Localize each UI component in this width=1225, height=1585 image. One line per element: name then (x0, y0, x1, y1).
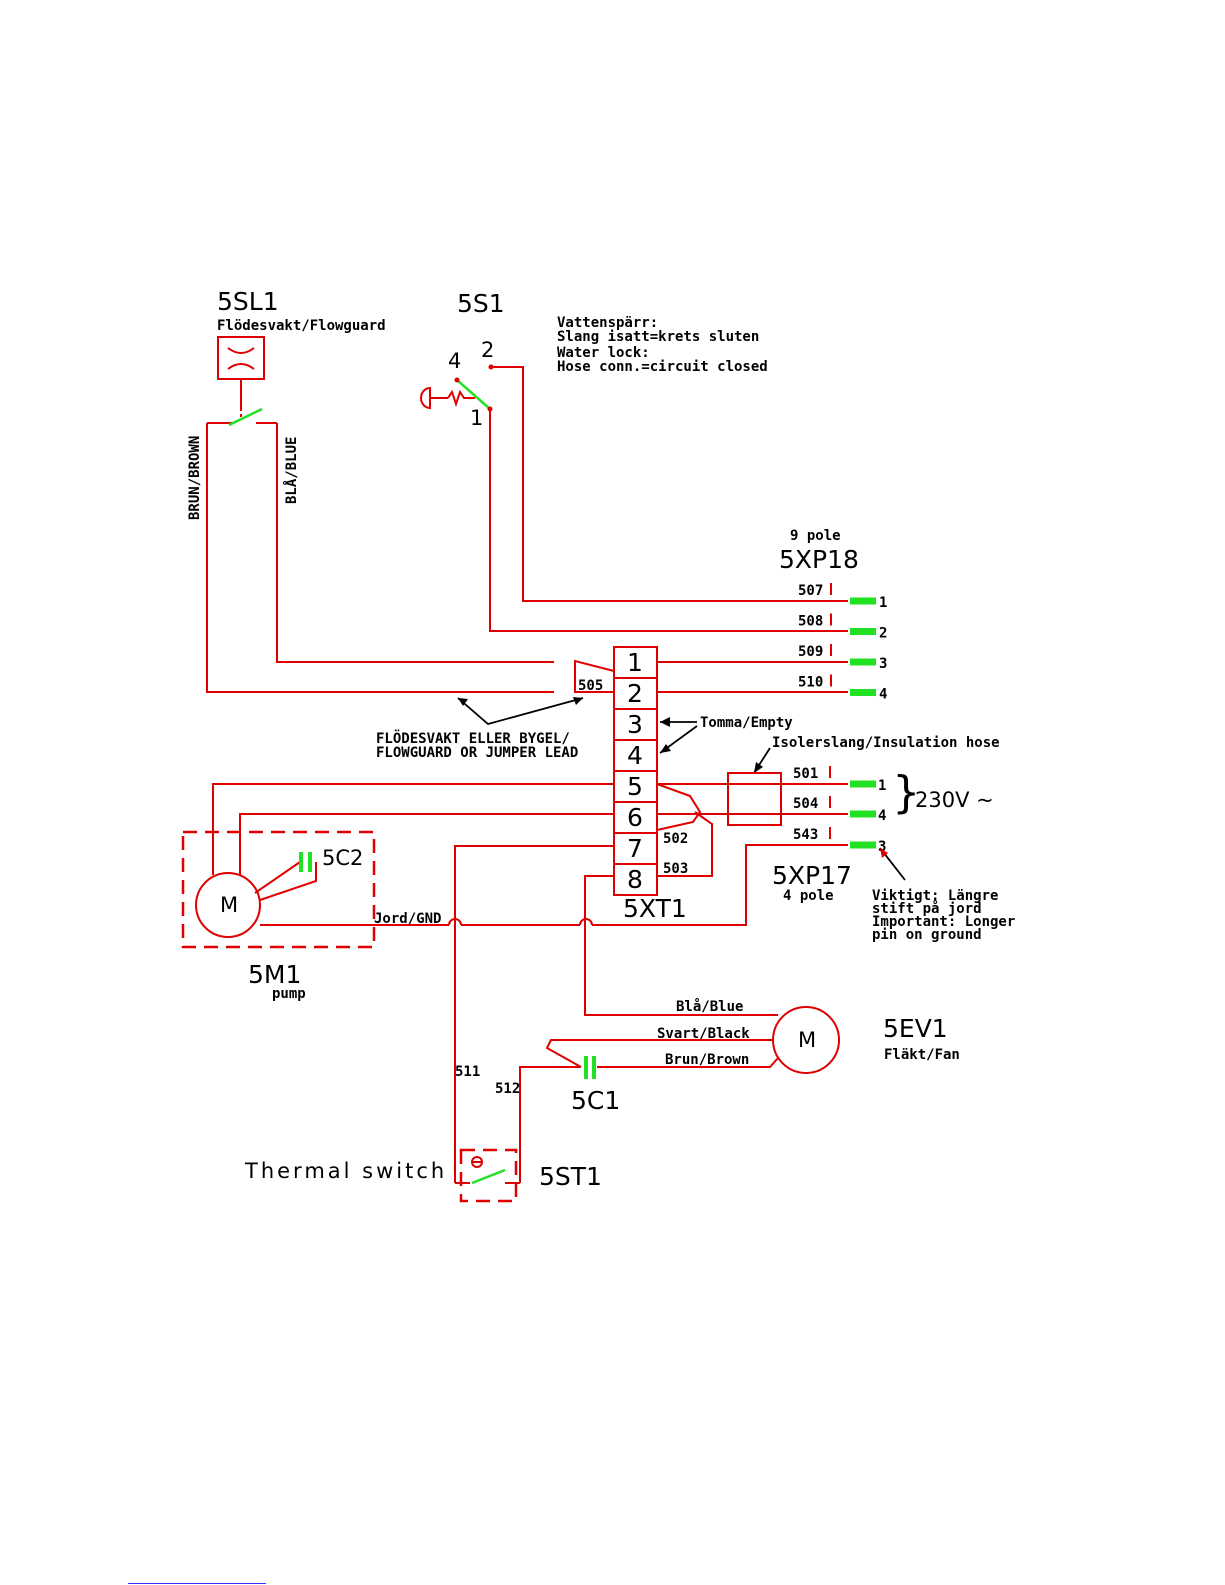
xp18-wire-number: 507 (798, 583, 823, 599)
xp18-pin-number: 1 (879, 595, 887, 611)
water-lock-line-1: Vattenspärr: (557, 315, 658, 331)
terminal-number: 4 (627, 741, 643, 770)
switch-pin-1: 1 (470, 406, 483, 430)
xp17-connector: 501 1 504 4 543 3 (793, 766, 886, 855)
wire-brown-label: BRUN/BROWN (187, 436, 203, 520)
xp17-wire-number: 543 (793, 827, 818, 843)
empty-note: Tomma/Empty (700, 715, 793, 731)
terminal-number: 2 (627, 679, 643, 708)
water-lock-line-4: Hose conn.=circuit closed (557, 359, 768, 375)
thermal-id: 5ST1 (539, 1162, 602, 1191)
wire-505-label: 505 (578, 678, 603, 694)
switch-id: 5S1 (457, 289, 505, 318)
wire-502-label: 502 (663, 831, 688, 847)
flowguard-note-arrows (457, 697, 584, 725)
wire-511-label: 511 (455, 1064, 480, 1080)
fan-id: 5EV1 (883, 1014, 948, 1043)
xp17-pin-number: 4 (878, 808, 886, 824)
terminal-number: 6 (627, 803, 643, 832)
xp17-pin-number: 3 (878, 839, 886, 855)
cap-5c2-label: 5C2 (322, 846, 363, 870)
terminal-number: 1 (627, 648, 643, 677)
fan-desc: Fläkt/Fan (884, 1047, 960, 1063)
important-line-2: stift på jord (872, 900, 982, 917)
pump-enclosure (181, 830, 376, 949)
empty-note-arrows (659, 717, 698, 754)
switch-pin-4: 4 (448, 349, 461, 373)
insulation-hose-label: Isolerslang/Insulation hose (772, 735, 1000, 751)
xp18-pin-number: 4 (879, 687, 887, 703)
terminal-number: 5 (627, 772, 643, 801)
flowguard-id: 5SL1 (217, 287, 279, 316)
terminal-number: 8 (627, 865, 643, 894)
switch-pin-2: 2 (481, 338, 494, 362)
xp18-wire-number: 509 (798, 644, 823, 660)
terminal-cell (613, 863, 658, 896)
water-lock-line-2: Slang isatt=krets sluten (557, 329, 759, 345)
flowguard-note-1: FLÖDESVAKT ELLER BYGEL/ (376, 729, 570, 747)
wire-512-label: 512 (495, 1081, 520, 1097)
pump-id: 5M1 (248, 960, 301, 989)
insulation-hose (727, 772, 782, 826)
thermal-switch-symbol (454, 1156, 521, 1185)
xp18-poles: 9 pole (790, 528, 841, 544)
fan-motor-label: M (798, 1028, 816, 1052)
wire-blue-label: BLÅ/BLUE (283, 437, 300, 504)
flowguard-note-2: FLOWGUARD OR JUMPER LEAD (376, 745, 578, 761)
xp17-id: 5XP17 (772, 861, 852, 890)
cap-5c1-label: 5C1 (571, 1086, 620, 1115)
pump-motor-label: M (220, 893, 238, 917)
important-line-3: Important: Longer (872, 914, 1015, 930)
xp17-pin-number: 1 (878, 778, 886, 794)
terminal-number: 7 (627, 834, 643, 863)
wire-503-label: 503 (663, 861, 688, 877)
xt1-id: 5XT1 (623, 894, 687, 923)
voltage-label: 230V ~ (915, 788, 994, 812)
flowguard-desc: Flödesvakt/Flowguard (217, 318, 386, 334)
pump-motor (195, 872, 261, 938)
fan-black-label: Svart/Black (657, 1026, 750, 1042)
xp18-wire-number: 510 (798, 675, 823, 691)
xp18-wire-number: 508 (798, 614, 823, 630)
terminal-number: 3 (627, 710, 643, 739)
thermal-switch-label: Thermal switch (244, 1159, 447, 1183)
brace: } (893, 767, 920, 818)
fan-blue-label: Blå/Blue (676, 998, 743, 1015)
xp18-pin-number: 2 (879, 626, 887, 642)
gnd-label: Jord/GND (374, 911, 441, 927)
xp18-pin-number: 3 (879, 656, 887, 672)
xp18-id: 5XP18 (779, 545, 859, 574)
fan-brown-label: Brun/Brown (665, 1052, 749, 1068)
xp17-wire-number: 504 (793, 796, 818, 812)
page-link-underline[interactable] (128, 1583, 266, 1584)
pump-desc: pump (272, 986, 306, 1002)
important-line-4: pin on ground (872, 927, 982, 943)
important-line-1: Viktigt: Längre (872, 888, 998, 904)
xp17-wire-number: 501 (793, 766, 818, 782)
xp18-connector: 507 1 508 2 509 3 510 4 (798, 583, 887, 703)
thermal-switch-enclosure (459, 1148, 518, 1203)
water-lock-line-3: Water lock: (557, 345, 650, 361)
flowguard-symbol (207, 336, 277, 427)
xp17-poles: 4 pole (783, 888, 834, 904)
